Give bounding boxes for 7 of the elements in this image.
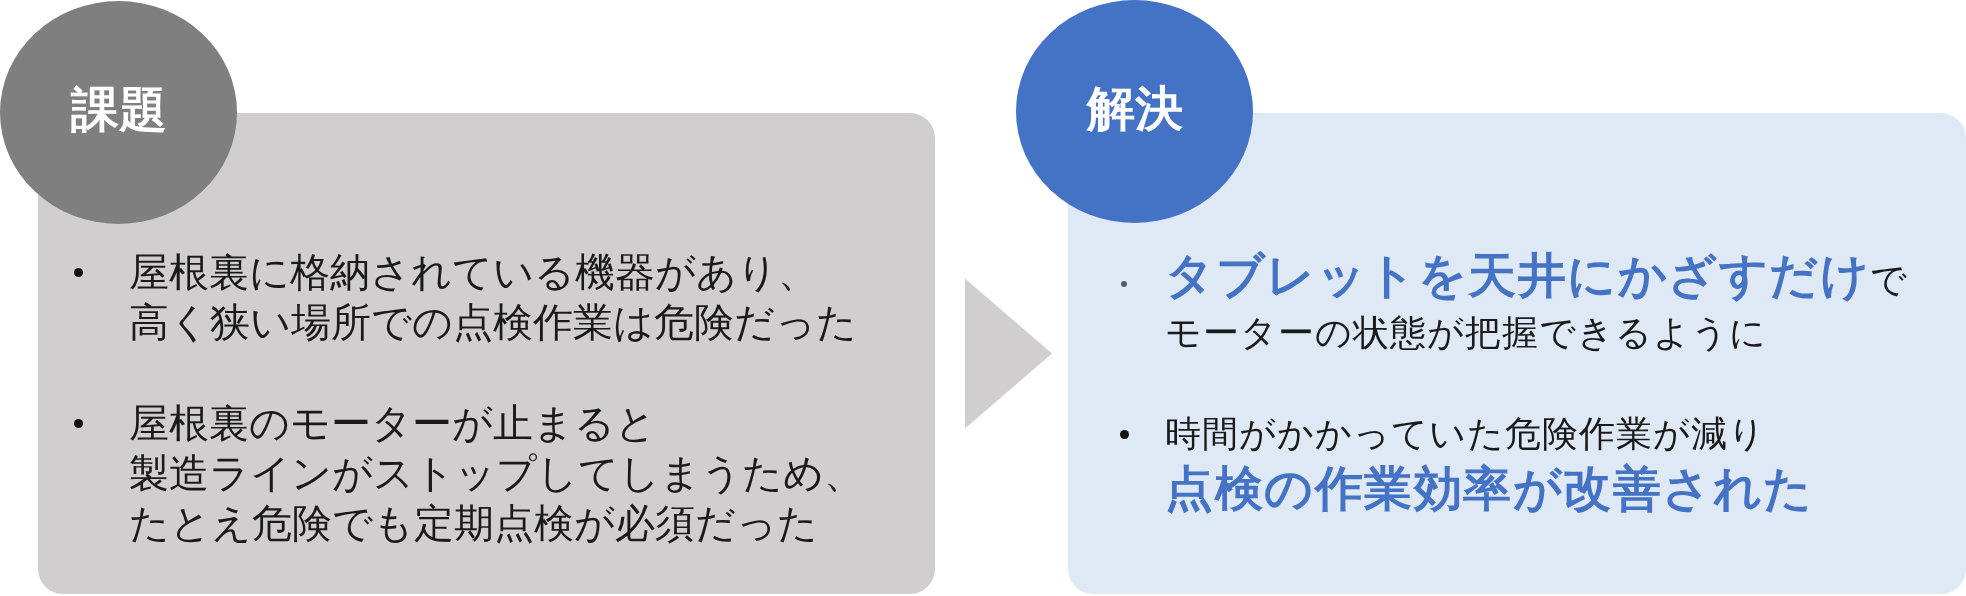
heading-label: 課題 <box>70 80 167 139</box>
bullet-text: タブレットを天井にかざすだけでモーターの状態が把握できるように <box>1165 249 1908 355</box>
heading-label: 解決 <box>1086 79 1183 138</box>
bullet-text: 屋根裏に格納されている機器があり、高く狭い場所での点検作業は危険だった <box>129 248 857 347</box>
arrow <box>965 278 1052 429</box>
bullet-text: 屋根裏のモーターが止まると製造ラインがストップしてしまうため、たとえ危険でも定期点検が必須だった <box>129 399 864 548</box>
bullet-text: 時間がかかっていた危険作業が減り点検の作業効率が改善された <box>1165 412 1814 518</box>
